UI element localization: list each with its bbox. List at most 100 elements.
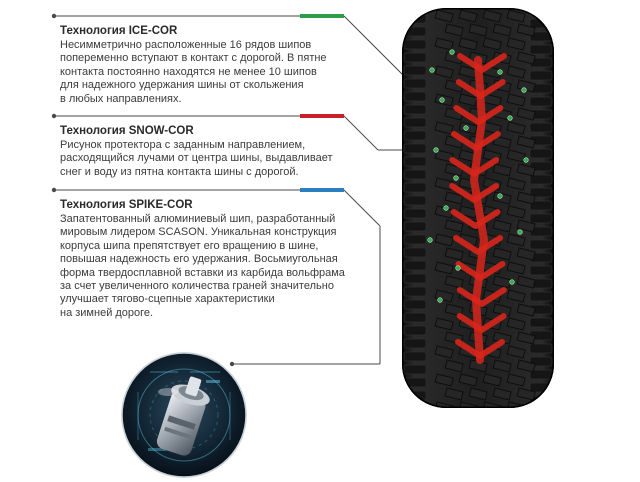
tech-desc-line: расходящийся лучами от центра шины, выда… [60,152,333,165]
shoulder-block [403,208,427,219]
snow-groove [453,235,504,255]
tread-block [506,289,526,303]
tread-block [516,247,536,261]
tread-block [506,177,526,191]
tire-stud [521,87,527,93]
tech-desc-line: улучшает тягово-сцепные характеристики [60,293,275,306]
tread-block [434,65,454,79]
tread-block [492,331,512,345]
shoulder-block [403,195,427,206]
callout-dot-lens [229,361,235,367]
tread-block [506,121,526,135]
shoulder-block [403,65,427,76]
tread-block [434,9,454,23]
tech-title-ice-cor: Технология ICE-COR [60,25,178,37]
shoulder-block [529,239,553,250]
tire-stud [523,157,529,163]
tread-block [492,359,512,373]
tread-block [434,317,454,331]
shoulder-block [529,200,553,211]
tread-block [516,359,536,373]
tread-block [516,331,536,345]
tech-desc-line: повышая надежность его удержания. Восьми… [60,253,338,266]
callout-dot-spike [51,187,57,193]
tread-block [516,51,536,65]
tire-stud [509,279,515,285]
shoulder-block [403,91,427,102]
tread-block [506,9,526,23]
callout-line-spike-diag [343,189,381,227]
tech-title-snow-cor: Технология SNOW-COR [60,125,194,137]
tread-block [506,317,526,331]
tech-title-spike-cor: Технология SPIKE-COR [60,199,193,211]
tread-block [492,163,512,177]
shoulder-block [403,390,427,401]
shoulder-block [403,260,427,271]
tread-block [506,37,526,51]
shoulder-block [403,247,427,258]
tread-block [516,303,536,317]
tread-block [482,9,502,23]
tread-block [482,37,502,51]
shoulder-block [403,52,427,63]
tech-desc-line: контакта постоянно находятся не менее 10… [60,65,317,78]
tread-block [506,93,526,107]
shoulder-block [529,122,553,133]
tire-stud [437,297,443,303]
shoulder-block [403,156,427,167]
shoulder-block [403,39,427,50]
tire-stud [429,67,435,73]
tire-studs [427,49,529,303]
tread-block [506,233,526,247]
callout-dot-snow [51,113,57,119]
shoulder-block [403,403,427,408]
tread-block [434,345,454,359]
tread-block [506,345,526,359]
tread-block [516,163,536,177]
shoulder-block [529,148,553,159]
tread-block [506,205,526,219]
tech-desc-line: снег и воду из пятна контакта шины с дор… [60,165,299,178]
tread-block [516,23,536,37]
tire-stud [455,265,461,271]
tread-block [444,247,464,261]
tire-stud [463,125,469,131]
shoulder-block [529,291,553,302]
shoulder-block [403,104,427,115]
winter-tire-icon [402,8,554,418]
shoulder-block [403,338,427,349]
shoulder-block [530,409,552,418]
tread-block [434,373,454,387]
tech-desc-line: за счет увеличенного количества граней з… [60,280,334,293]
shoulder-block [403,351,427,362]
tread-block [492,247,512,261]
tech-desc-line: Запатентованный алюминиевый шип, разрабо… [60,213,336,225]
tread-block [492,275,512,289]
tire-stud [443,205,449,211]
tread-block [458,373,478,387]
shoulder-block [403,299,427,310]
tread-block [444,23,464,37]
shoulder-block [529,70,553,81]
tread-block [468,23,488,37]
tire-stud [433,147,439,153]
snow-groove-pattern [449,53,507,364]
shoulder-block [403,364,427,375]
shoulder-block [529,343,553,354]
tread-block [492,303,512,317]
tech-desc-line: на зимней дороге. [60,306,154,319]
tread-block [492,219,512,233]
tech-desc-line: для надежного удержания шины от скольжен… [60,79,304,92]
tech-block-snow-cor: Технология SNOW-COR Рисунок протектора с… [60,124,365,179]
tech-desc-line: мировым лидером SCASON. Уникальная конст… [60,226,337,239]
tread-block [444,191,464,205]
tread-block [506,373,526,387]
shoulder-block [403,143,427,154]
tread-block [516,275,536,289]
tread-block [516,191,536,205]
shoulder-block [529,317,553,328]
stud-closeup-lens-icon [121,352,247,478]
tread-block [458,93,478,107]
shoulder-block [529,213,553,224]
